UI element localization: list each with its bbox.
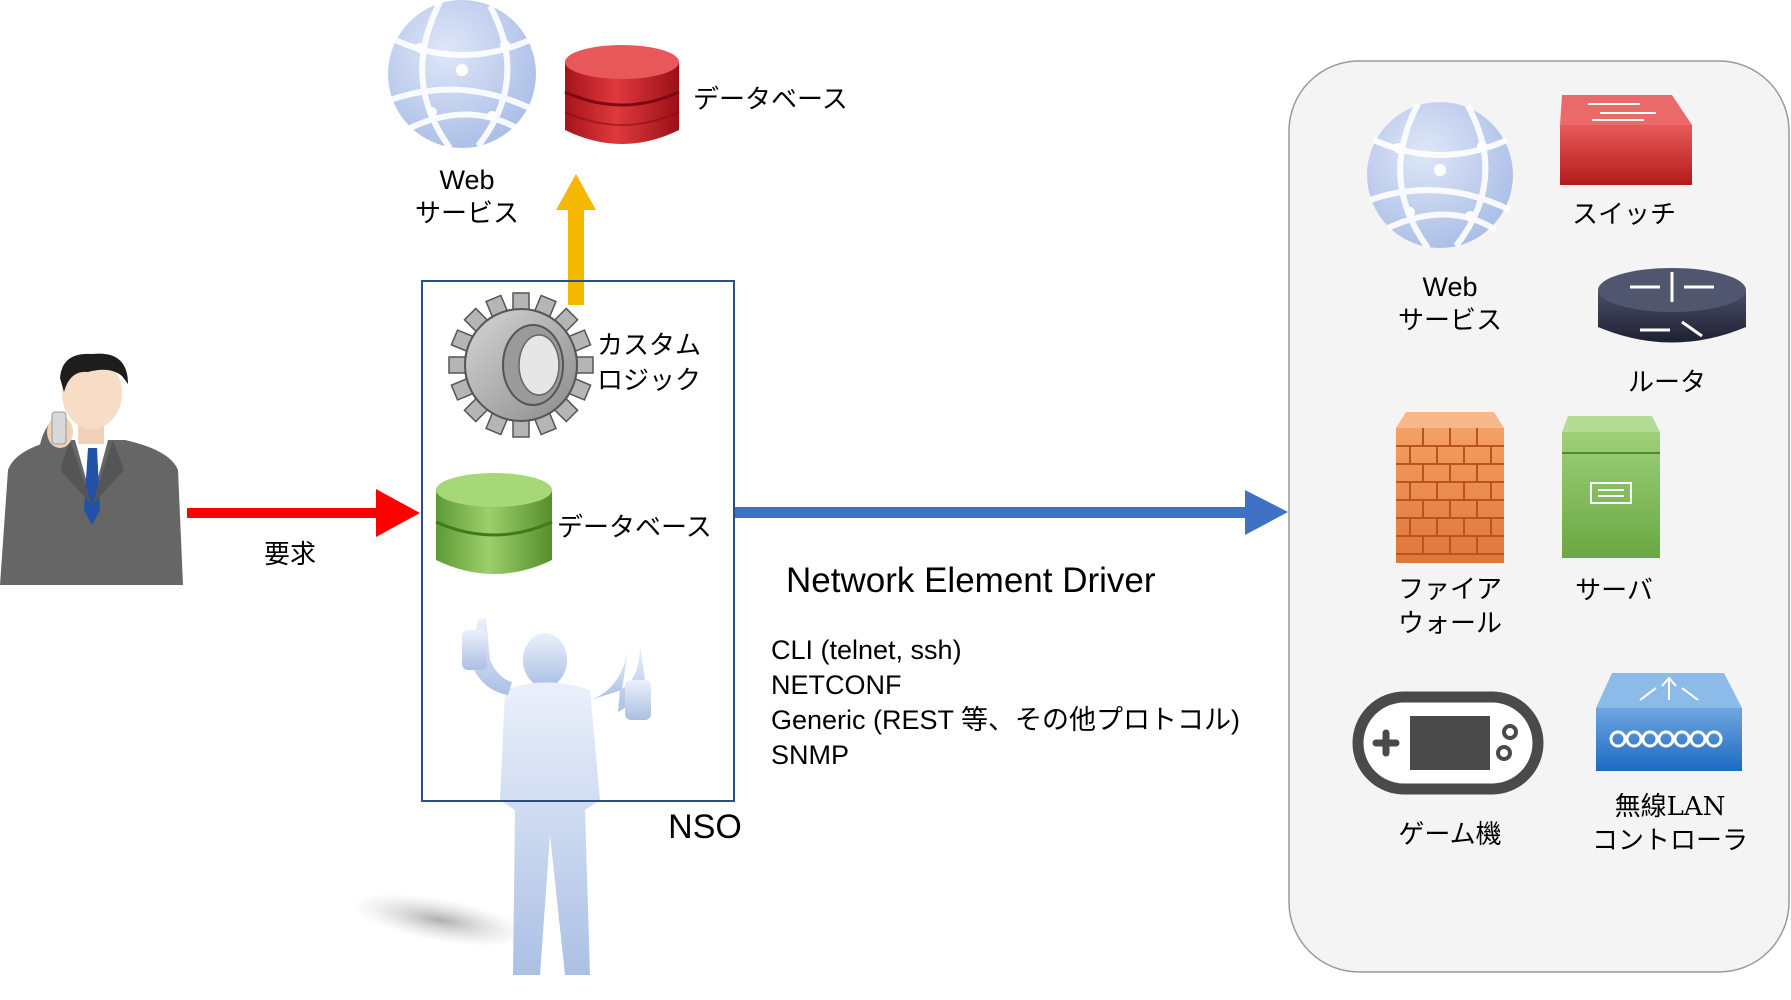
game-console-label: ゲーム機 bbox=[1398, 820, 1501, 850]
server-label: サーバ bbox=[1575, 576, 1653, 606]
wlan-controller-label-line1: 無線LAN bbox=[1615, 792, 1726, 822]
wireless-lan-controller-icon bbox=[1596, 673, 1742, 771]
switch-label: スイッチ bbox=[1572, 200, 1676, 230]
request-label: 要求 bbox=[264, 540, 316, 570]
driver-protocol-generic: Generic (REST 等、その他プロトコル) bbox=[771, 705, 1240, 735]
request-arrow bbox=[187, 489, 420, 537]
device-web-service-label-line1: Web bbox=[1422, 272, 1477, 302]
router-icon bbox=[1598, 268, 1746, 343]
nso-database-icon bbox=[435, 473, 553, 574]
firewall-label-line2: ウォール bbox=[1398, 609, 1502, 639]
driver-protocol-snmp: SNMP bbox=[771, 740, 849, 770]
driver-protocol-netconf: NETCONF bbox=[771, 670, 902, 700]
custom-logic-label-line1: カスタム bbox=[597, 331, 701, 361]
nso-label: NSO bbox=[668, 808, 742, 846]
operator-person-silhouette bbox=[351, 618, 651, 975]
switch-icon bbox=[1560, 95, 1692, 185]
device-web-service-icon bbox=[1367, 102, 1513, 250]
router-label: ルータ bbox=[1628, 368, 1706, 398]
driver-title: Network Element Driver bbox=[786, 561, 1156, 600]
firewall-label-line1: ファイア bbox=[1398, 575, 1502, 605]
top-database-label: データベース bbox=[693, 85, 848, 115]
top-database-icon bbox=[564, 45, 680, 144]
device-web-service-label-line2: サービス bbox=[1398, 306, 1502, 336]
game-console-icon bbox=[1352, 691, 1544, 795]
wlan-controller-label-line2: コントローラ bbox=[1592, 826, 1748, 856]
db-access-arrow bbox=[556, 174, 596, 305]
nso-boundary-box bbox=[421, 280, 735, 802]
driver-protocol-cli: CLI (telnet, ssh) bbox=[771, 635, 962, 665]
custom-logic-label-line2: ロジック bbox=[597, 366, 701, 396]
nso-database-label: データベース bbox=[557, 513, 712, 543]
custom-logic-gear-icon bbox=[448, 292, 594, 438]
driver-arrow bbox=[735, 490, 1288, 535]
firewall-icon bbox=[1396, 412, 1504, 563]
top-web-service-label-line1: Web bbox=[439, 165, 494, 195]
requester-person-icon bbox=[0, 353, 183, 585]
server-icon bbox=[1562, 416, 1660, 558]
top-web-service-label-line2: サービス bbox=[415, 199, 519, 229]
top-web-service-icon bbox=[388, 0, 536, 150]
